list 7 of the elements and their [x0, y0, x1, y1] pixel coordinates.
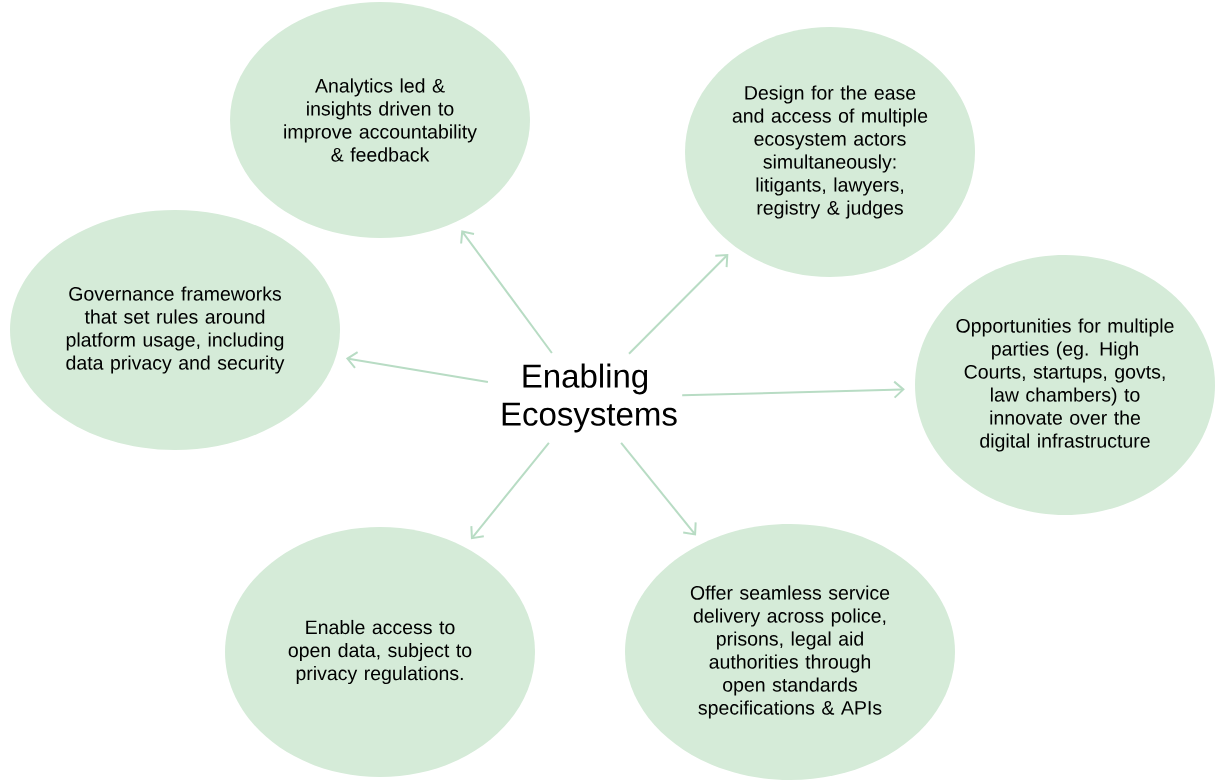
arrow [345, 351, 489, 383]
center-title: Enabling Ecosystems [502, 363, 677, 433]
arrow [620, 441, 697, 536]
arrow [470, 441, 550, 540]
arrow [628, 254, 729, 355]
arrow [681, 380, 905, 399]
arrow [460, 230, 553, 354]
